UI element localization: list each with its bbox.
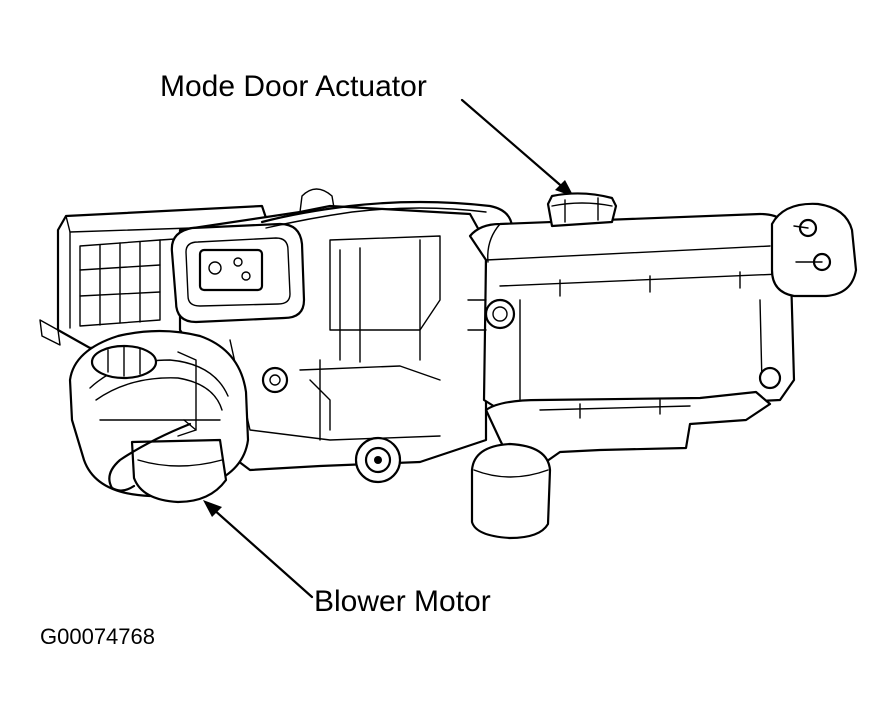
- figure-id: G00074768: [40, 624, 155, 649]
- mode-door-actuator-label: Mode Door Actuator: [160, 70, 427, 103]
- blower-motor-label: Blower Motor: [314, 585, 491, 618]
- bottom-port: [354, 436, 402, 484]
- blower-motor-leader: [203, 500, 314, 599]
- drain-tube: [470, 442, 552, 540]
- outlet-duct-frame: [170, 222, 306, 324]
- heater-core-case: [467, 212, 796, 422]
- mode-door-actuator-leader: [460, 98, 574, 197]
- lower-duct: [484, 390, 772, 468]
- mode-door-actuator: [546, 192, 618, 228]
- vacuum-line: [260, 200, 514, 229]
- heater-core-tube-flange: [758, 202, 858, 390]
- blower-motor: [108, 419, 228, 504]
